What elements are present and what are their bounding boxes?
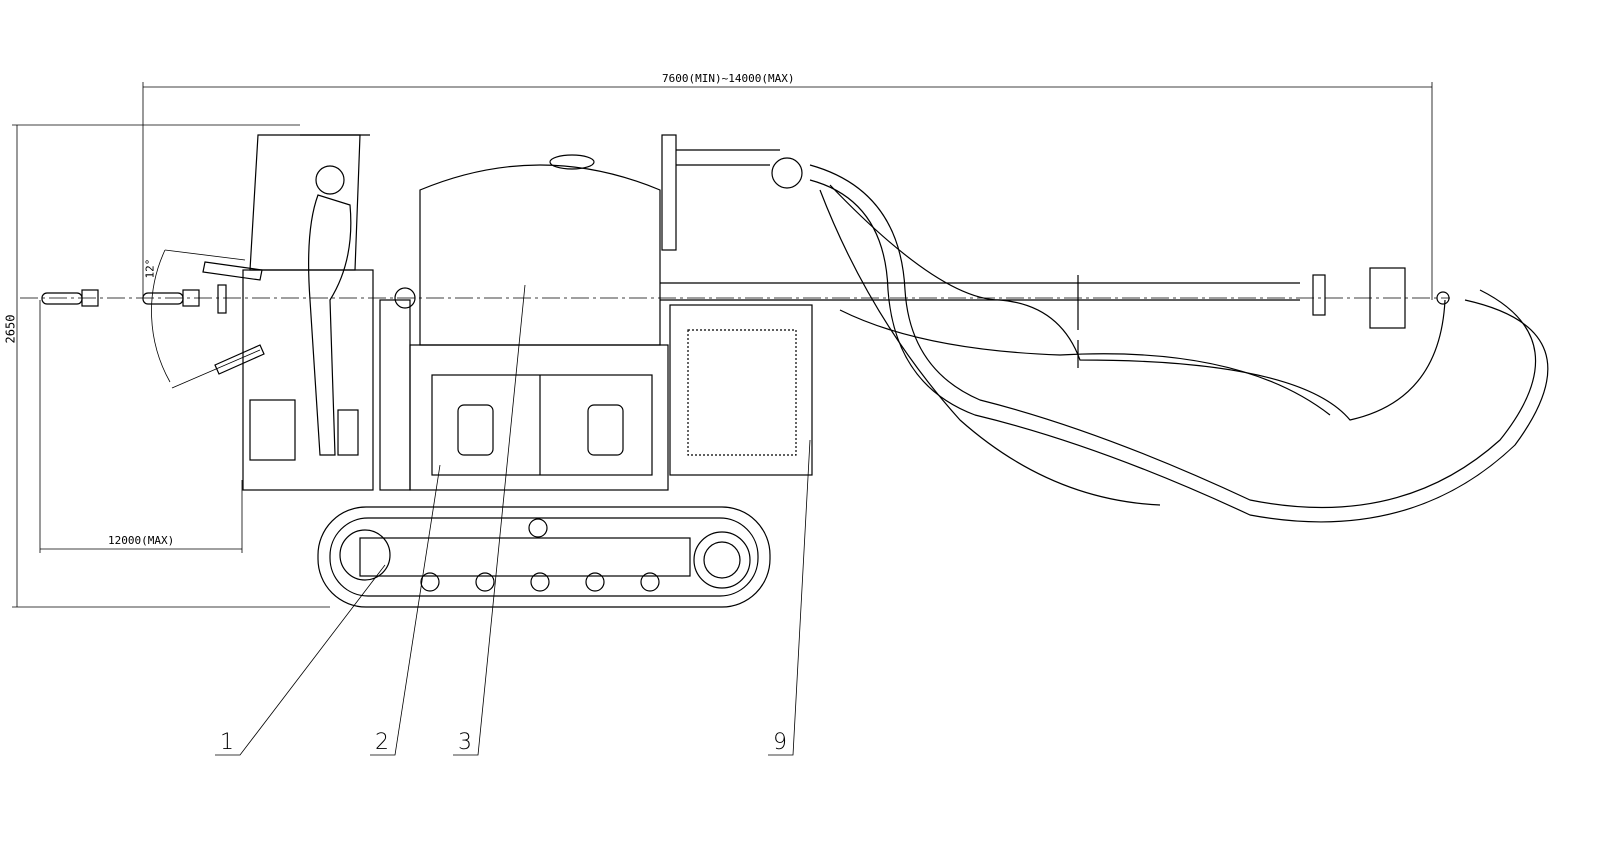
max-length-dimension: 12000(MAX): [108, 534, 175, 547]
main-body-3: [379, 154, 669, 491]
callout-1: 1: [220, 730, 234, 755]
hoses: [809, 164, 1549, 523]
nozzle-positions: [41, 261, 265, 375]
callout-2: 2: [375, 730, 389, 755]
dimension-lines: [12, 82, 1433, 608]
angle-dimension: 12°: [143, 258, 157, 279]
crawler-track-1: [317, 506, 771, 608]
callout-3: 3: [458, 730, 472, 755]
electrical-cabinet-9: [669, 304, 813, 476]
boom: [660, 134, 1450, 368]
callout-9: 9: [773, 730, 787, 755]
height-dimension: 2650: [3, 314, 18, 344]
reach-dimension: 7600(MIN)~14000(MAX): [662, 72, 795, 85]
callout-leaders: [215, 284, 811, 756]
operator-cabin: [242, 134, 374, 491]
